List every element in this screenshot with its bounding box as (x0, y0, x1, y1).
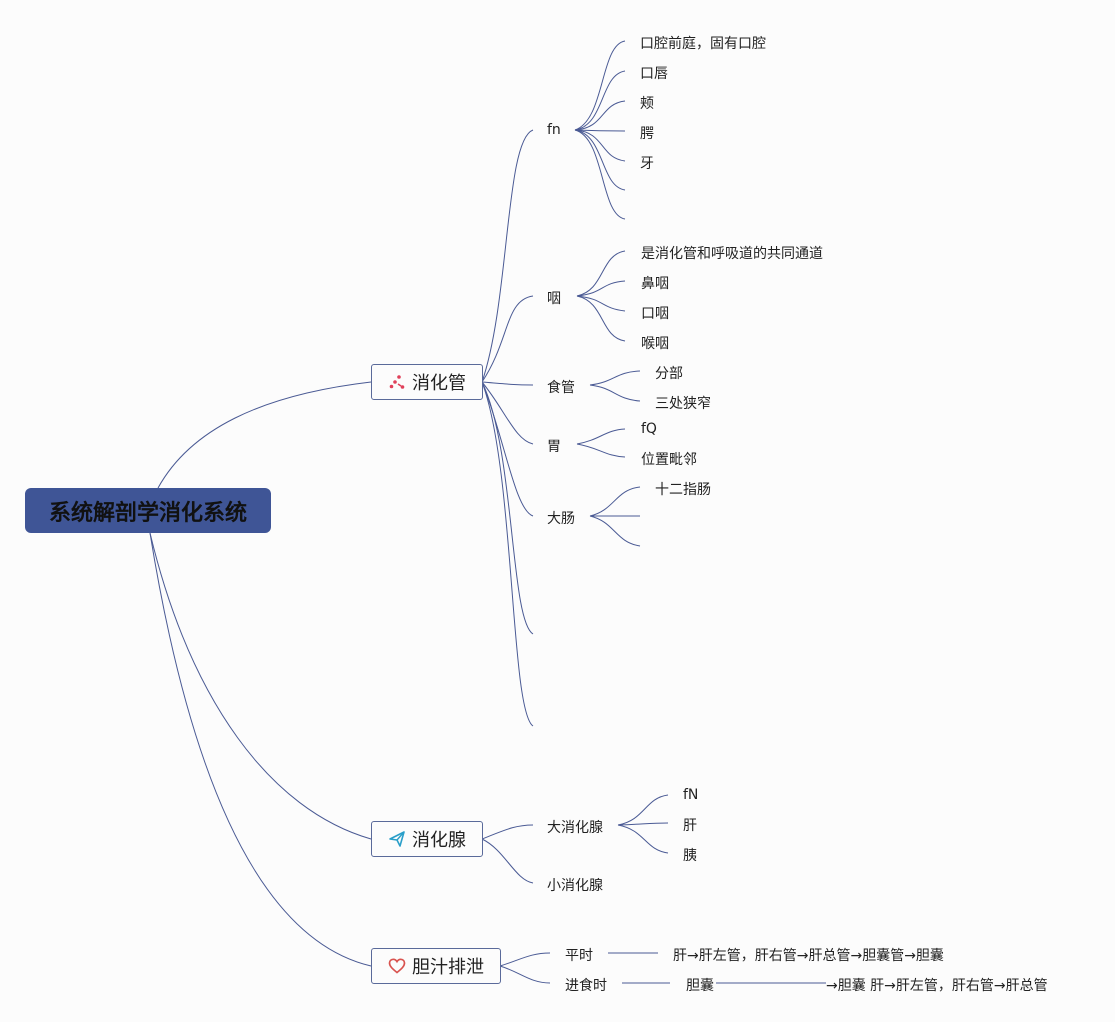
node-pharynx-item[interactable]: 是消化管和呼吸道的共同通道 (641, 246, 823, 262)
branch-label: 胆汁排泄 (412, 957, 484, 978)
node-major-gland-item[interactable]: 胰 (683, 848, 697, 864)
branch-bile-excretion[interactable]: 胆汁排泄 (371, 948, 501, 984)
node-major-gland-item[interactable]: 肝 (683, 818, 697, 834)
node-mouth-item[interactable]: 牙 (640, 156, 654, 172)
branch-digestive-gland[interactable]: 消化腺 (371, 821, 483, 857)
branch-digestive-tract[interactable]: 消化管 (371, 364, 483, 400)
node-pharynx-item[interactable]: 鼻咽 (641, 276, 669, 292)
node-stomach-item[interactable]: 位置毗邻 (641, 452, 697, 468)
node-bile-eating[interactable]: 进食时 (565, 978, 607, 994)
node-pharynx-item[interactable]: 口咽 (641, 306, 669, 322)
node-esophagus-item[interactable]: 三处狭窄 (655, 396, 711, 412)
node-mouth-item[interactable]: 颊 (640, 96, 654, 112)
node-large-intestine[interactable]: 大肠 (547, 511, 575, 527)
sparkle-icon (389, 375, 405, 389)
node-bile-eating-start[interactable]: 胆囊 (686, 978, 714, 994)
node-esophagus-item[interactable]: 分部 (655, 366, 683, 382)
branch-label: 消化腺 (412, 830, 466, 851)
node-large-intestine-item[interactable]: 十二指肠 (655, 482, 711, 498)
node-major-gland[interactable]: 大消化腺 (547, 820, 603, 836)
node-pharynx[interactable]: 咽 (547, 291, 561, 307)
branch-label: 消化管 (412, 373, 466, 394)
node-mouth-item[interactable]: 腭 (640, 126, 654, 142)
node-bile-normal[interactable]: 平时 (565, 948, 593, 964)
root-node[interactable]: 系统解剖学消化系统 (25, 488, 271, 533)
root-label: 系统解剖学消化系统 (48, 500, 247, 526)
node-mouth-item[interactable]: 口唇 (640, 66, 668, 82)
node-esophagus[interactable]: 食管 (547, 380, 575, 396)
node-bile-normal-path[interactable]: 肝→肝左管，肝右管→肝总管→胆囊管→胆囊 (673, 948, 944, 964)
heart-icon (388, 958, 406, 974)
node-bile-eating-path[interactable]: →胆囊 肝→肝左管，肝右管→肝总管 (826, 978, 1048, 994)
node-stomach[interactable]: 胃 (547, 439, 561, 455)
node-pharynx-item[interactable]: 喉咽 (641, 336, 669, 352)
node-minor-gland[interactable]: 小消化腺 (547, 878, 603, 894)
node-mouth-item[interactable]: 口腔前庭，固有口腔 (640, 36, 766, 52)
node-mouth[interactable]: fn (547, 122, 561, 138)
paper-plane-icon (389, 831, 405, 847)
node-stomach-item[interactable]: fQ (641, 421, 657, 437)
node-major-gland-item[interactable]: fN (683, 787, 699, 803)
